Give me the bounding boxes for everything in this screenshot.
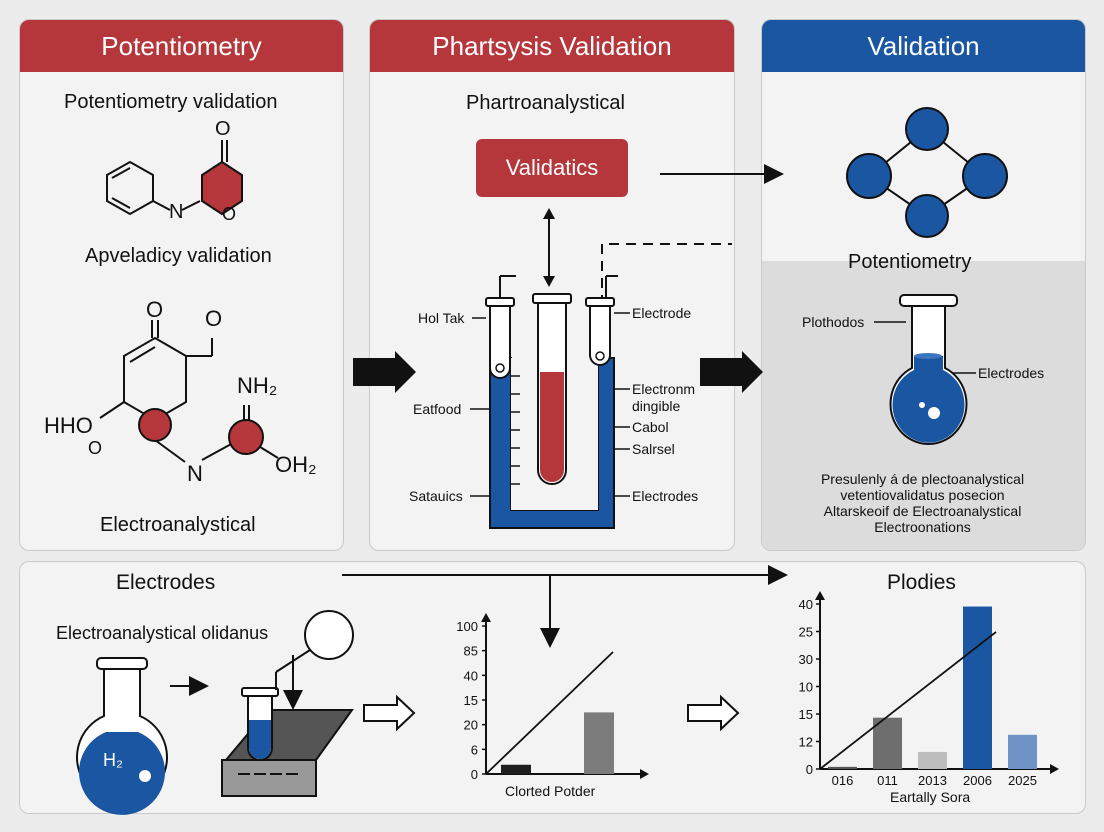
panel-validation-header: Validation xyxy=(762,20,1085,72)
panel-validation-section-title: Potentiometry xyxy=(848,251,972,273)
x-tick-label: 2013 xyxy=(918,773,947,788)
y-tick-label: 15 xyxy=(799,707,813,722)
flask-label-plothodos: Plothodos xyxy=(802,314,865,330)
panel-potentiometry-label-mid: Apveladicy validation xyxy=(85,245,272,267)
y-tick-label: 85 xyxy=(464,644,478,659)
validatics-label: Validatics xyxy=(505,155,599,180)
x-tick-label: 2006 xyxy=(963,773,992,788)
flask-h2-label: H₂ xyxy=(103,750,123,770)
mol1-atom-n: N xyxy=(169,201,184,223)
bar xyxy=(963,606,992,769)
outline-arrow-2 xyxy=(687,694,740,732)
flask-label-electrodes: Electrodes xyxy=(978,365,1045,381)
x-axis-arrowhead xyxy=(640,769,649,779)
mol1-atom-o-top: O xyxy=(215,118,231,140)
mol2-atom-n: N xyxy=(187,461,203,486)
mol2-atom-hho: HHO xyxy=(44,413,93,438)
y-tick-label: 25 xyxy=(799,625,813,640)
panel-validation-caption-1: Presulenly á de plectoanalystical xyxy=(820,471,1025,487)
outline-arrow-1 xyxy=(363,694,416,732)
y-tick-label: 10 xyxy=(799,680,813,695)
y-tick-label: 40 xyxy=(799,597,813,612)
mol2-atom-o2: O xyxy=(205,306,223,331)
panel-validation-caption-4: Electroonations xyxy=(874,519,971,535)
mol2-atom-oh2: OH₂ xyxy=(275,452,317,477)
cell-label-hol-tak: Hol Tak xyxy=(418,310,465,326)
y-axis-arrowhead xyxy=(815,591,825,600)
cell-label-dingible: dingible xyxy=(632,398,681,414)
y-tick-label: 20 xyxy=(464,718,478,733)
panel-potentiometry-subtitle: Potentiometry validation xyxy=(64,91,278,113)
y-tick-label: 15 xyxy=(464,693,478,708)
network-graph-icon xyxy=(846,107,1008,238)
chart-1: 100 85 40 15 20 6 0 xyxy=(456,613,649,782)
arrow-big-left xyxy=(353,351,416,393)
panel-validation-title: Validation xyxy=(867,30,980,61)
flask-icon xyxy=(76,657,168,815)
panel-phartsysis-subtitle: Phartroanalystical xyxy=(466,92,625,114)
cell-label-cabol: Cabol xyxy=(632,419,669,435)
chart-2-xlabel: Eartally Sora xyxy=(890,789,971,805)
panel-potentiometry-title: Potentiometry xyxy=(101,30,262,61)
round-flask-icon xyxy=(874,294,976,445)
y-tick-label: 0 xyxy=(471,767,478,782)
molecule-2-icon xyxy=(99,320,279,463)
y-tick-label: 6 xyxy=(471,742,478,757)
cell-label-electrodes: Electrodes xyxy=(632,488,699,504)
bar xyxy=(828,766,857,769)
x-tick-label: 016 xyxy=(832,773,854,788)
panel-validation-caption-3: Altarskeoif de Electroanalystical xyxy=(823,503,1022,519)
arrow-big-right xyxy=(700,351,763,393)
panel-validation-caption-2: vetentiovalidatus posecion xyxy=(840,487,1005,503)
cell-label-salrsel: Salrsel xyxy=(632,441,675,457)
panel-phartsysis-header: Phartsysis Validation xyxy=(370,20,734,72)
trend-line xyxy=(819,631,997,770)
instrument-icon xyxy=(221,610,354,797)
chart-2: 40 25 30 10 15 12 0 016 011 2013 2006 2025 xyxy=(799,591,1059,788)
bottom-subtitle: Electroanalystical olidanus xyxy=(56,623,269,643)
cell-label-electrode: Electrode xyxy=(632,305,692,321)
cell-label-satauics: Satauics xyxy=(409,488,463,504)
mol2-atom-o1: O xyxy=(146,297,164,322)
dashed-connector xyxy=(601,243,732,305)
y-axis-arrowhead xyxy=(481,613,491,622)
mol2-atom-nh2: NH₂ xyxy=(237,373,278,398)
validatics-box xyxy=(476,139,628,197)
y-tick-label: 100 xyxy=(456,619,478,634)
bar xyxy=(918,751,947,769)
x-axis-arrowhead xyxy=(1050,764,1059,774)
chart-2-title: Plodies xyxy=(887,571,956,594)
x-tick-label: 2025 xyxy=(1008,773,1037,788)
bar xyxy=(1008,734,1037,769)
y-tick-label: 40 xyxy=(464,668,478,683)
electrochemical-cell-icon xyxy=(470,275,630,529)
cell-label-eatfood: Eatfood xyxy=(413,401,462,417)
bar xyxy=(501,764,531,774)
chart-1-xlabel: Clorted Potder xyxy=(505,783,596,799)
y-tick-label: 0 xyxy=(806,762,813,777)
cell-label-electronm: Electronm xyxy=(632,381,696,397)
molecule-1-icon xyxy=(106,140,243,216)
bar xyxy=(584,712,614,774)
panel-potentiometry-header: Potentiometry xyxy=(20,20,343,72)
bar xyxy=(873,717,902,769)
panel-potentiometry-label-bottom: Electroanalystical xyxy=(100,514,256,536)
trend-line xyxy=(485,651,614,775)
x-tick-label: 011 xyxy=(877,773,898,788)
bottom-title: Electrodes xyxy=(116,571,216,594)
mol2-atom-o-low: O xyxy=(88,438,103,458)
panel-potentiometry: Potentiometry xyxy=(19,19,344,551)
y-tick-label: 30 xyxy=(799,652,813,667)
panel-phartsysis-title: Phartsysis Validation xyxy=(432,30,672,61)
mol1-atom-o-ring: O xyxy=(222,204,237,224)
y-tick-label: 12 xyxy=(799,735,813,750)
